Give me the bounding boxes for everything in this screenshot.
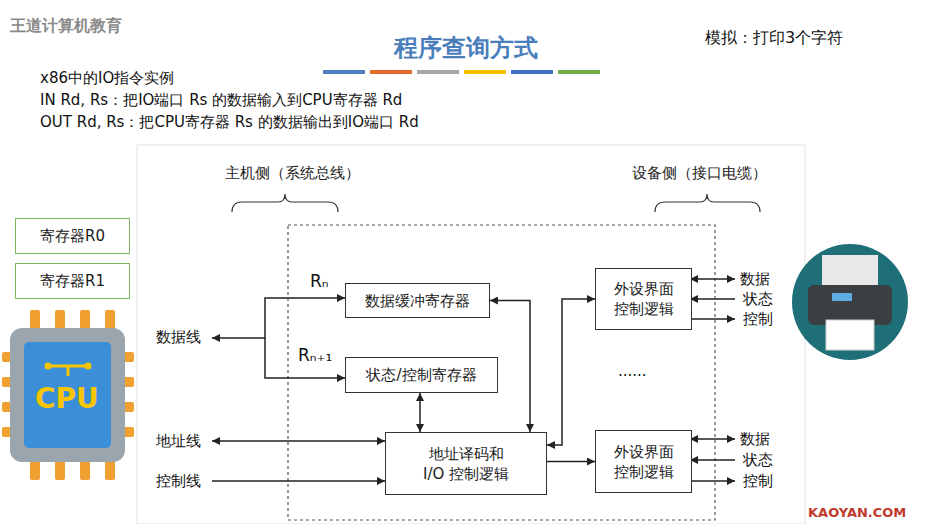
- signal-label: 数据: [740, 430, 770, 448]
- cpu-mark: [85, 363, 92, 370]
- watermark: KAOYAN.COM: [808, 505, 906, 521]
- note-heading: x86中的IO指令实例: [40, 69, 174, 87]
- title-bar: [370, 70, 412, 74]
- signal-label: 控制: [743, 472, 773, 490]
- device-data-wire: [690, 278, 735, 280]
- note-line: IN Rd, Rs：把IO端口 Rs 的数据输入到CPU寄存器 Rd: [40, 91, 402, 109]
- interface-box: 外设界面 控制逻辑: [595, 430, 692, 493]
- device-control-wire: [690, 318, 735, 320]
- node-text: 寄存器R1: [40, 271, 105, 291]
- data-bus-wire: [265, 338, 345, 378]
- node-text: 数据缓冲寄存器: [365, 291, 470, 311]
- connector-arrow: [547, 299, 595, 445]
- connector-arrow: [547, 461, 595, 463]
- bus-label: 控制线: [156, 472, 201, 490]
- node-text: 外设界面 控制逻辑: [606, 279, 681, 319]
- register-name: Rₙ: [310, 271, 329, 291]
- interface-box: 外设界面 控制逻辑: [595, 268, 692, 330]
- title-bars: [323, 70, 600, 74]
- printer-output: [826, 320, 874, 350]
- chip-label: CPU: [35, 382, 99, 416]
- device-control-wire: [690, 480, 735, 482]
- register-box: 寄存器R1: [15, 263, 130, 299]
- device-status-wire: [690, 298, 735, 300]
- register-box: 寄存器R0: [15, 218, 130, 254]
- cpu-mark: [45, 363, 52, 370]
- diagram-panel: [137, 145, 805, 524]
- printer-icon: [792, 244, 908, 360]
- register-box: 数据缓冲寄存器: [345, 283, 490, 318]
- side-label: 设备侧（接口电缆）: [632, 164, 767, 182]
- printer-body: [808, 285, 892, 325]
- node-text: 状态/控制寄存器: [366, 365, 476, 385]
- title-bar: [464, 70, 506, 74]
- brace: [655, 194, 760, 212]
- signal-label: 数据: [740, 270, 770, 288]
- cpu-mark: [48, 366, 88, 376]
- title-bar: [323, 70, 365, 74]
- device-data-wire: [690, 438, 735, 440]
- printer-ground: [792, 244, 908, 360]
- title-bar: [511, 70, 553, 74]
- printer-paper: [822, 255, 878, 289]
- printer-screen: [832, 293, 852, 301]
- register-name: Rₙ₊₁: [298, 345, 332, 365]
- signal-label: 状态: [743, 451, 773, 469]
- note: 模拟：打印3个字符: [705, 28, 843, 47]
- note-line: OUT Rd, Rs：把CPU寄存器 Rs 的数据输出到IO端口 Rd: [40, 113, 419, 131]
- title-bar: [417, 70, 459, 74]
- side-label: 主机侧（系统总线）: [225, 164, 360, 182]
- cpu-icon: [2, 310, 134, 480]
- signal-label: 控制: [743, 310, 773, 328]
- logic-box: 地址译码和 I/O 控制逻辑: [385, 432, 547, 495]
- device-status-wire: [690, 459, 735, 461]
- connector-arrow: [419, 393, 421, 432]
- ellipsis: ......: [618, 362, 647, 380]
- watermark: 王道计算机教育: [10, 16, 122, 35]
- cpu-body: [10, 328, 125, 462]
- address-bus-wire: [212, 440, 385, 442]
- control-bus-wire: [212, 480, 385, 482]
- interface-boundary: [288, 225, 715, 520]
- cpu-die: [24, 342, 111, 448]
- node-text: 地址译码和 I/O 控制逻辑: [419, 444, 513, 484]
- brace: [232, 194, 338, 212]
- register-box: 状态/控制寄存器: [345, 357, 498, 393]
- bus-label: 数据线: [156, 328, 201, 346]
- node-text: 寄存器R0: [40, 226, 105, 246]
- title-bar: [558, 70, 600, 74]
- bus-label: 地址线: [156, 432, 201, 450]
- data-bus-wire: [212, 298, 345, 338]
- slide-title: 程序查询方式: [394, 33, 538, 63]
- node-text: 外设界面 控制逻辑: [606, 442, 681, 482]
- signal-label: 状态: [743, 290, 773, 308]
